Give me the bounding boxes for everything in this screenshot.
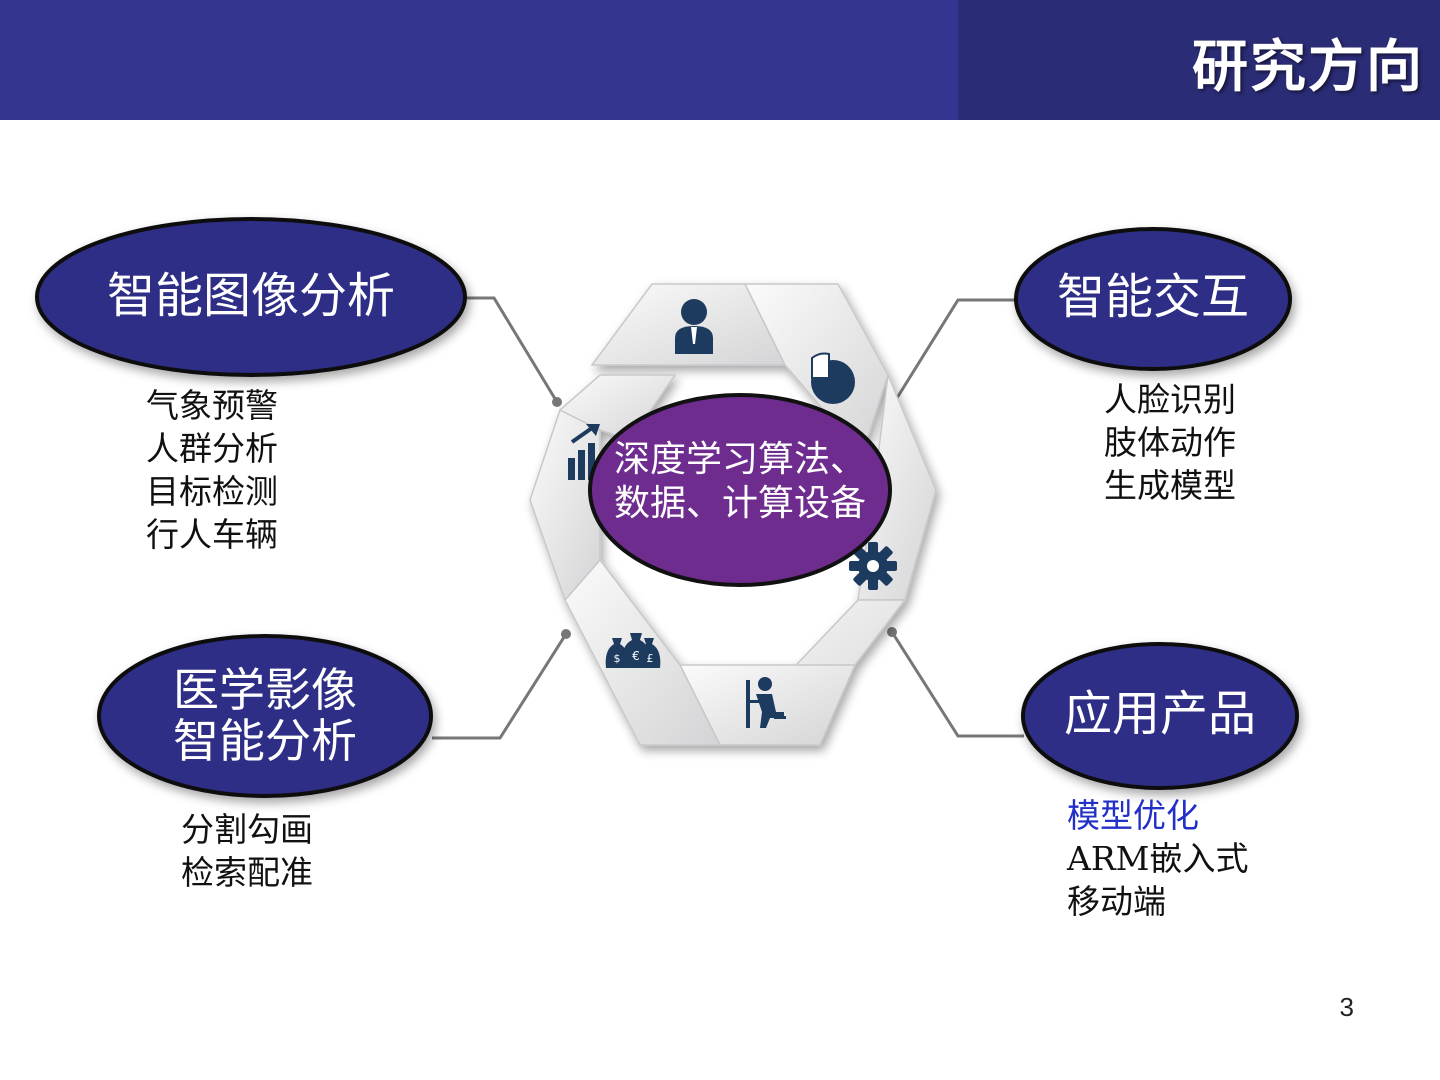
growth-chart-icon (568, 424, 600, 480)
node-ellipse-application-products (1021, 642, 1299, 790)
list-item: 生成模型 (1104, 466, 1236, 505)
list-item: 移动端 (1067, 882, 1166, 921)
pie-chart-icon (811, 352, 855, 404)
node-label-line: 医学影像 (173, 663, 357, 718)
node-label-line: 智能图像分析 (106, 267, 395, 324)
list-item: 人群分析 (146, 429, 278, 468)
cycle-segment-left (529, 408, 601, 602)
node-ellipse-medical-imaging (97, 634, 433, 798)
header-title-panel (958, 0, 1440, 120)
list-item: 行人车辆 (146, 515, 278, 554)
money-bag-symbol-euro: € (632, 649, 640, 663)
list-item: 分割勾画 (181, 810, 313, 849)
item-list-application-products: 模型优化 ARM嵌入式 移动端 (1067, 794, 1248, 923)
page-number: 3 (1339, 992, 1354, 1022)
connector-line-top-left (466, 296, 559, 403)
node-label-medical-imaging: 医学影像 智能分析 (110, 656, 420, 776)
center-label-line-2: 数据、计算设备 (613, 483, 866, 524)
person-icon (675, 299, 713, 354)
center-label: 深度学习算法、 数据、计算设备 (592, 438, 888, 538)
worker-at-desk-icon (746, 677, 786, 728)
center-ellipse (588, 393, 892, 587)
money-bag-symbol-dollar: $ (614, 652, 621, 665)
list-item: 人脸识别 (1104, 380, 1236, 419)
node-label-application-products: 应用产品 (1036, 672, 1284, 756)
list-item: ARM嵌入式 (1067, 839, 1249, 878)
list-item: 目标检测 (146, 472, 278, 511)
connector-dot-bottom-right (887, 627, 897, 637)
item-list-intelligent-image: 气象预警 人群分析 目标检测 行人车辆 (146, 384, 278, 556)
item-list-intelligent-interaction: 人脸识别 肢体动作 生成模型 (1104, 378, 1236, 507)
page-title: 研究方向 (1192, 35, 1424, 100)
connector-dot-bottom-left (561, 629, 571, 639)
connector-dot-top-left (552, 397, 562, 407)
connector-line-bottom-left (432, 633, 568, 740)
list-item-highlighted: 模型优化 (1067, 796, 1199, 835)
list-item: 肢体动作 (1104, 423, 1236, 462)
node-ellipse-intelligent-interaction (1014, 227, 1292, 371)
gear-icon (849, 542, 897, 590)
node-ellipse-intelligent-image (35, 217, 467, 377)
node-label-line: 应用产品 (1063, 685, 1256, 742)
header-bar (0, 0, 958, 120)
node-label-line: 智能分析 (173, 714, 357, 768)
list-item: 检索配准 (181, 853, 313, 892)
money-bag-symbol-pound: £ (647, 652, 654, 665)
list-item: 气象预警 (146, 386, 278, 425)
connector-line-top-right (890, 298, 1016, 407)
item-list-medical-imaging: 分割勾画 检索配准 (181, 808, 313, 894)
node-label-intelligent-interaction: 智能交互 (1030, 255, 1276, 339)
node-label-line: 智能交互 (1056, 268, 1249, 325)
node-label-intelligent-image: 智能图像分析 (55, 250, 447, 342)
connector-line-bottom-right (890, 631, 1024, 738)
center-label-line-1: 深度学习算法、 (613, 439, 866, 480)
money-bags-icon: $ € £ (605, 633, 661, 668)
